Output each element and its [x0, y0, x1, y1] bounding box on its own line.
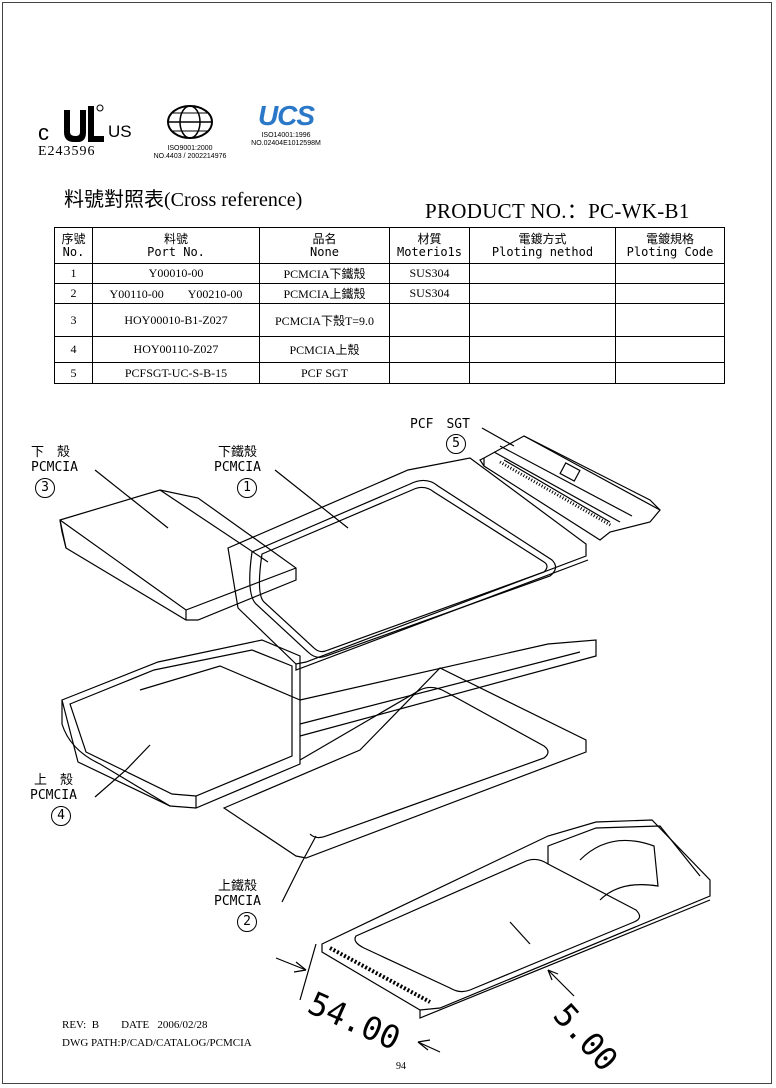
ucs-logo: UCS ISO14001:1996 NO.02404E1012598M [236, 100, 336, 162]
drawing-path: DWG PATH:P/CAD/CATALOG/PCMCIA [62, 1037, 252, 1049]
callout-4-number: 4 [51, 806, 71, 826]
callout-4-zh: 上 殼 [34, 773, 74, 788]
table-row: 2 Y00110-00 Y00210-00 PCMCIA上鐵殼 SUS304 [54, 283, 725, 304]
lower-metal-shell [227, 457, 589, 671]
certification-logos: c US E243596 ISO9001:2000 NO.4403 / 2002… [32, 100, 332, 162]
ucs-wordmark: UCS [257, 100, 315, 131]
cell-name: PCF SGT [259, 362, 390, 384]
callout-4-en: PCMCIA [30, 788, 77, 803]
iso14001-line2: NO.02404E1012598M [251, 140, 321, 147]
callout-2-number: 2 [237, 912, 257, 932]
lower-plastic-housing [59, 489, 297, 621]
dimension-arrows [275, 943, 575, 1053]
callout-3-en: PCMCIA [31, 460, 78, 475]
cell-method [469, 336, 616, 363]
ul-c-text: c [38, 120, 49, 145]
iso9001-line2: NO.4403 / 2002214976 [153, 153, 227, 160]
revision-date: REV: B DATE 2006/02/28 [62, 1019, 208, 1031]
cell-part: PCFSGT-UC-S-B-15 [92, 362, 260, 384]
callout-2-en: PCMCIA [214, 894, 261, 909]
leader-lines [94, 427, 531, 945]
table-row: 4 HOY00110-Z027 PCMCIA上殼 [54, 336, 725, 363]
ul-logo: c US E243596 [32, 100, 142, 162]
upper-plastic-housing [61, 639, 597, 809]
page-number: 94 [396, 1061, 406, 1072]
callout-1-number: 1 [237, 478, 257, 498]
callout-5-number: 5 [446, 434, 466, 454]
table-row: 1 Y00010-00 PCMCIA下鐵殼 SUS304 [54, 263, 725, 284]
ul-mark-icon [64, 104, 104, 142]
cell-code [615, 362, 725, 384]
upper-metal-shell [222, 667, 587, 859]
globe-icon [167, 105, 213, 139]
cell-part: Y00110-00 Y00210-00 [92, 283, 260, 304]
callout-2-zh: 上鐵殼 [218, 879, 258, 894]
cell-no: 3 [54, 303, 93, 337]
table-row: 3 HOY00010-B1-Z027 PCMCIA下殼T=9.0 [54, 303, 725, 337]
cell-material [389, 336, 470, 363]
cell-name: PCMCIA上殼 [259, 336, 390, 363]
callout-5-en: PCF SGT [410, 417, 470, 432]
table-row: 5 PCFSGT-UC-S-B-15 PCF SGT [54, 362, 725, 384]
callout-1-en: PCMCIA [214, 460, 261, 475]
ul-code: E243596 [38, 144, 96, 159]
cell-part: HOY00110-Z027 [92, 336, 260, 363]
iso14001-line1: ISO14001:1996 [261, 132, 311, 139]
callout-1-zh: 下鐵殼 [218, 445, 258, 460]
ul-us-text: US [108, 122, 132, 141]
cell-name: PCMCIA下殼T=9.0 [259, 303, 390, 337]
iso9001-line1: ISO9001:2000 [167, 145, 213, 152]
iso9001-logo: ISO9001:2000 NO.4403 / 2002214976 [150, 104, 230, 162]
product-number: PRODUCT NO.：PC-WK-B1 [425, 199, 690, 223]
assembled-pcmcia-card [321, 819, 711, 1019]
callout-3-number: 3 [35, 478, 55, 498]
cell-name: PCMCIA上鐵殼 [259, 283, 390, 304]
cell-code [615, 336, 725, 363]
callout-3-zh: 下 殼 [31, 445, 71, 460]
pcf-sgt-connector [479, 435, 661, 541]
cross-reference-title: 料號對照表(Cross reference) [64, 189, 303, 211]
